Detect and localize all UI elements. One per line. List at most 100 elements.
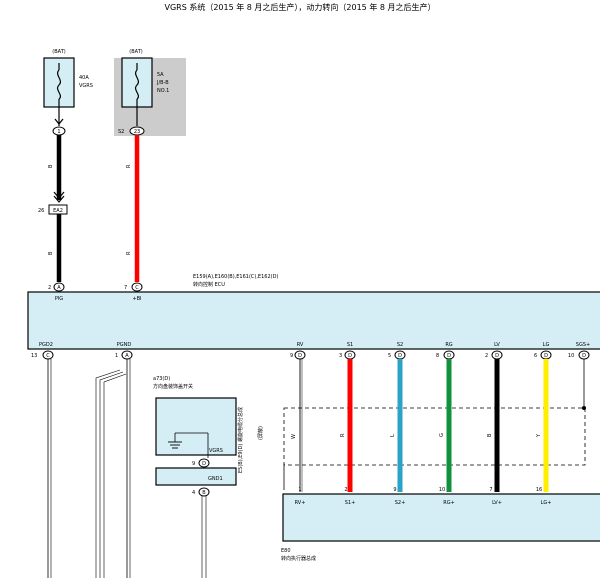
- actuator-label-s2: S2+: [395, 500, 406, 506]
- ecu-label-pgnd: PGND: [117, 342, 132, 348]
- actuator-label-rg: RG+: [443, 500, 455, 506]
- actuator-label-s1: S1+: [345, 500, 356, 506]
- switch-pin-bot-number: 4: [192, 490, 195, 496]
- fuse-2-connector-id: S2: [118, 129, 124, 135]
- wire-lg-color: Y: [536, 433, 542, 438]
- ecu-label-s2: S2: [397, 342, 403, 348]
- switch-box: [155, 397, 237, 456]
- shield-boundary: [283, 407, 586, 466]
- actuator-pin-6-number: 16: [536, 487, 542, 493]
- ecu-label-bi: +BI: [132, 296, 141, 302]
- fuse-1-rating: 40A: [79, 75, 89, 81]
- splice-number: 26: [38, 208, 44, 214]
- switch-pin-bot-letter: B: [202, 490, 206, 496]
- ecu-pin-rv-letter: D: [298, 353, 302, 359]
- wire-pig-upper-color: B: [48, 164, 54, 168]
- wire-ground-branch-1: [95, 369, 121, 578]
- actuator-pin-5-number: 7: [489, 487, 492, 493]
- switch-name: 方向盘装饰盖开关: [153, 383, 193, 390]
- ecu-pin-lg-number: 6: [534, 353, 537, 359]
- ecu-label-s1: S1: [347, 342, 353, 348]
- actuator-label-lg: LG+: [541, 500, 552, 506]
- ecu-pin-bi-connector: [131, 282, 143, 292]
- ecu-label-rg: RG: [445, 342, 452, 348]
- ecu-pin-pgnd-letter: A: [125, 353, 129, 359]
- wire-bi-color-lower: R: [126, 251, 132, 255]
- fuse-1-bat-label: (BAT): [52, 49, 65, 55]
- splice-arrow-2: [53, 195, 65, 203]
- fuse-1-name: VGRS: [79, 83, 93, 89]
- wire-s1-color: R: [340, 433, 346, 437]
- fuse-1-connector-pin: 1: [57, 129, 60, 135]
- ecu-pin-s2-letter: D: [398, 353, 402, 359]
- ecu-pin-bi-letter: C: [135, 285, 139, 291]
- wire-sgs-junction: [582, 406, 586, 410]
- wire-rg-color: G: [439, 433, 445, 437]
- fuse-1-symbol: [56, 69, 62, 100]
- ecu-pin-s2-number: 5: [388, 353, 391, 359]
- diagram-title: VGRS 系统（2015 年 8 月之后生产），动力转向（2015 年 8 月之…: [164, 2, 435, 12]
- switch-pin-top-connector: [198, 458, 210, 468]
- actuator-pin-4-number: 10: [439, 487, 445, 493]
- steering-actuator-box: [282, 493, 600, 542]
- actuator-connector-id: E80: [281, 548, 291, 554]
- ecu-connector-ids: E159(A),E160(B),E161(C),E162(D): [193, 274, 278, 280]
- actuator-label-rv: RV+: [295, 500, 306, 506]
- ecu-label-pig: PIG: [55, 296, 63, 302]
- wire-pig-lower-color: B: [48, 251, 54, 255]
- ecu-pin-rv-number: 9: [290, 353, 293, 359]
- ecu-label-rv: RV: [297, 342, 304, 348]
- actuator-label-lv: LV+: [492, 500, 502, 506]
- fuse-2-name: J/B-B: [156, 80, 169, 86]
- wire-lv-color: B: [487, 433, 493, 437]
- ecu-pin-pig-number: 2: [48, 285, 51, 291]
- fuse-2-connector-pin: 23: [134, 129, 140, 135]
- ecu-pin-pig-letter: A: [57, 285, 61, 291]
- wire-s2-color: L: [390, 434, 396, 437]
- wire-ground-branch-2: [99, 371, 124, 578]
- ecu-label-lg: LG: [543, 342, 550, 348]
- spiral-cable-box: [155, 467, 237, 486]
- splice-label: EA2: [53, 208, 63, 214]
- wire-ground-branch-3: [103, 373, 127, 578]
- ecu-pin-lv-number: 2: [485, 353, 488, 359]
- wire-bi-color: R: [126, 164, 132, 168]
- spiral-cable-pin-label: GND1: [208, 476, 223, 482]
- ecu-pin-pig-connector: [53, 282, 65, 292]
- fuse-2-symbol: [134, 69, 140, 100]
- ecu-pin-sgs-letter: D: [582, 353, 586, 359]
- ecu-name: 转向控制 ECU: [193, 281, 225, 288]
- steering-control-ecu-box: [27, 291, 600, 350]
- ecu-pin-lv-letter: D: [495, 353, 499, 359]
- switch-connector-id: a73(D): [153, 376, 170, 382]
- actuator-pin-1-number: 1: [298, 487, 301, 493]
- ecu-pin-rg-number: 8: [436, 353, 439, 359]
- actuator-name: 转向执行器总成: [281, 555, 316, 562]
- ecu-pin-bi-number: 7: [124, 285, 127, 291]
- actuator-pin-3-number: 9: [393, 487, 396, 493]
- ecu-pin-s1-letter: D: [348, 353, 352, 359]
- ecu-label-sgs: SGS+: [576, 342, 590, 348]
- switch-pin-bot-connector: [198, 487, 210, 497]
- ecu-label-lv: LV: [494, 342, 500, 348]
- spiral-cable-label: E5(B),E9(D) 螺旋电缆分总成: [237, 407, 244, 473]
- fuse-1-arrow: [54, 118, 64, 125]
- fuse-2-rating: 5A: [157, 72, 164, 78]
- fuse-2-bat-label: (BAT): [129, 49, 142, 55]
- ecu-pin-pgd2-number: 13: [31, 353, 37, 359]
- ecu-pin-s1-number: 3: [339, 353, 342, 359]
- ecu-pin-lg-letter: D: [544, 353, 548, 359]
- fuse-2-sub: NO.1: [157, 88, 169, 94]
- ecu-label-pgd2: PGD2: [39, 342, 53, 348]
- ecu-pin-pgd2-letter: C: [46, 353, 50, 359]
- switch-pin-top-number: 9: [192, 461, 195, 467]
- ecu-pin-sgs-number: 10: [568, 353, 574, 359]
- switch-pin-label-vgrs: VGRS: [209, 448, 223, 454]
- wire-rv-color: W: [291, 434, 297, 439]
- shield-label: (屏蔽): [257, 426, 264, 440]
- actuator-pin-2-number: 2: [344, 487, 347, 493]
- ecu-pin-rg-letter: D: [447, 353, 451, 359]
- switch-pin-top-letter: D: [202, 461, 206, 467]
- ecu-pin-pgnd-number: 1: [115, 353, 118, 359]
